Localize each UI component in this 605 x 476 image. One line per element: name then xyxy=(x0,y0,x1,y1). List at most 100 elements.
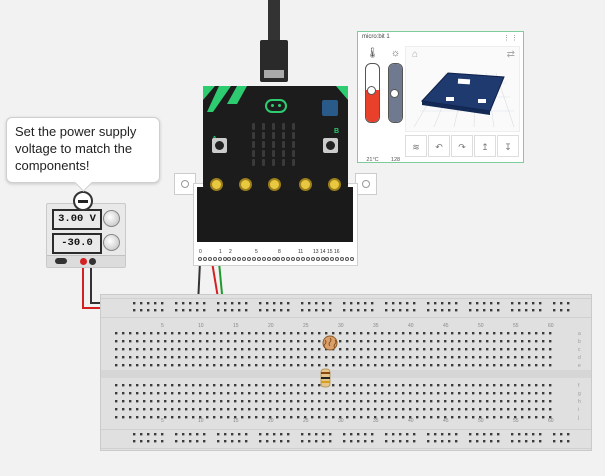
pin-hole[interactable] xyxy=(349,257,354,261)
column-number: 20 xyxy=(268,418,274,424)
temperature-slider[interactable]: 🌡 21°C xyxy=(364,47,381,163)
pad-3v[interactable] xyxy=(299,178,312,191)
negative-terminal[interactable] xyxy=(89,258,96,265)
pin-hole[interactable] xyxy=(335,257,340,261)
microbit-slot xyxy=(197,187,353,242)
led xyxy=(272,132,275,139)
usb-plug xyxy=(260,40,288,82)
pin-label: 0 xyxy=(199,249,202,255)
usb-cable xyxy=(268,0,280,48)
row-letter: e xyxy=(578,363,581,369)
pin-hole[interactable] xyxy=(286,257,291,261)
led xyxy=(262,132,265,139)
light-slider[interactable]: ☼ 128 xyxy=(387,47,404,163)
pad-1[interactable] xyxy=(239,178,252,191)
pin-hole[interactable] xyxy=(237,257,242,261)
power-supply[interactable]: 3.00 V -30.0 mA xyxy=(46,203,126,268)
pin-hole[interactable] xyxy=(310,257,315,261)
pin-label: 1 xyxy=(219,249,222,255)
row-letter: f xyxy=(578,383,580,389)
led xyxy=(282,132,285,139)
led xyxy=(262,141,265,148)
pin-hole[interactable] xyxy=(202,257,207,261)
pin-hole[interactable] xyxy=(276,257,281,261)
current-knob[interactable] xyxy=(103,234,120,251)
led-matrix[interactable] xyxy=(252,123,298,169)
pin-hole[interactable] xyxy=(242,257,247,261)
pin-hole[interactable] xyxy=(291,257,296,261)
tilt-left-gesture-icon[interactable]: ↶ xyxy=(428,135,450,157)
pin-hole[interactable] xyxy=(330,257,335,261)
voltage-display[interactable]: 3.00 V xyxy=(52,209,102,230)
led xyxy=(252,159,255,166)
shake-gesture-icon[interactable]: ≋ xyxy=(405,135,427,157)
pin-hole[interactable] xyxy=(345,257,349,261)
face-down-gesture-icon[interactable]: ↧ xyxy=(497,135,519,157)
photoresistor[interactable] xyxy=(322,335,338,351)
pin-hole[interactable] xyxy=(305,257,310,261)
pin-hole[interactable] xyxy=(232,257,237,261)
pin-hole[interactable] xyxy=(281,257,286,261)
pin-label: 13 xyxy=(313,249,319,255)
pin-hole[interactable] xyxy=(271,257,276,261)
breadboard[interactable]: 5 10 15 20 25 30 35 40 45 50 55 60 5 10 … xyxy=(100,294,592,451)
pin-hole[interactable] xyxy=(315,257,320,261)
column-number: 55 xyxy=(513,418,519,424)
led xyxy=(272,159,275,166)
pin-hole[interactable] xyxy=(207,257,212,261)
button-b[interactable] xyxy=(323,138,338,153)
resistor[interactable] xyxy=(320,368,331,388)
psu-terminal-strip xyxy=(47,255,125,267)
minus-icon[interactable] xyxy=(73,191,93,211)
led xyxy=(292,123,295,130)
power-rail-top[interactable] xyxy=(101,298,591,318)
face-up-gesture-icon[interactable]: ↥ xyxy=(474,135,496,157)
pad-gnd[interactable] xyxy=(328,178,341,191)
column-number: 35 xyxy=(373,418,379,424)
orientation-3d-view[interactable]: ⌂ ⇄ xyxy=(405,46,520,132)
gesture-buttons[interactable]: ≋ ↶ ↷ ↥ ↧ xyxy=(405,135,521,157)
home-icon[interactable]: ⌂ xyxy=(412,49,419,60)
voltage-knob[interactable] xyxy=(103,210,120,227)
pin-hole[interactable] xyxy=(217,257,222,261)
pin-hole[interactable] xyxy=(251,257,256,261)
rotate-icon[interactable]: ⇄ xyxy=(506,49,515,60)
column-number: 45 xyxy=(443,418,449,424)
drag-grip-icon[interactable]: ⋮⋮ xyxy=(503,35,519,42)
pin-hole[interactable] xyxy=(320,257,325,261)
pin-hole[interactable] xyxy=(325,257,330,261)
pin-hole[interactable] xyxy=(300,257,305,261)
pin-hole[interactable] xyxy=(212,257,217,261)
pin-hole[interactable] xyxy=(198,257,202,261)
pin-hole[interactable] xyxy=(266,257,271,261)
column-number: 25 xyxy=(303,418,309,424)
pin-hole[interactable] xyxy=(222,257,227,261)
pin-hole[interactable] xyxy=(256,257,261,261)
column-number: 35 xyxy=(373,323,379,329)
button-a[interactable] xyxy=(212,138,227,153)
pin-hole[interactable] xyxy=(227,257,232,261)
pad-0[interactable] xyxy=(210,178,223,191)
positive-terminal[interactable] xyxy=(80,258,87,265)
light-handle[interactable] xyxy=(390,89,399,98)
column-number: 5 xyxy=(161,418,164,424)
led xyxy=(262,150,265,157)
led xyxy=(252,150,255,157)
pin-hole[interactable] xyxy=(296,257,300,261)
pin-hole[interactable] xyxy=(261,257,266,261)
temperature-handle[interactable] xyxy=(367,86,376,95)
pin-label: 2 xyxy=(229,249,232,255)
power-switch[interactable] xyxy=(55,258,67,264)
pad-2[interactable] xyxy=(268,178,281,191)
tilt-right-gesture-icon[interactable]: ↷ xyxy=(451,135,473,157)
current-display[interactable]: -30.0 mA xyxy=(52,233,102,266)
row-letter: i xyxy=(578,407,580,413)
column-number: 30 xyxy=(338,323,344,329)
power-rail-bottom[interactable] xyxy=(101,429,591,449)
pin-hole[interactable] xyxy=(247,257,251,261)
column-number: 25 xyxy=(303,323,309,329)
pin-hole[interactable] xyxy=(340,257,345,261)
led xyxy=(282,159,285,166)
column-number: 10 xyxy=(198,418,204,424)
